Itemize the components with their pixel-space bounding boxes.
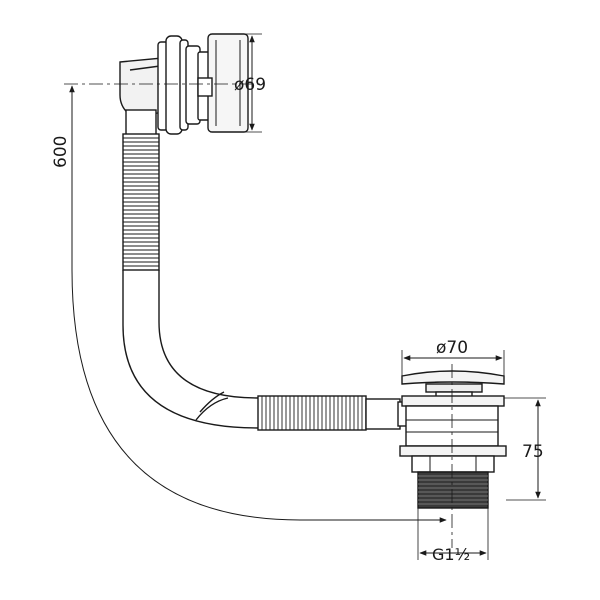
plug-diameter-label: ø70: [436, 338, 468, 358]
overflow-diameter-label: ø69: [234, 75, 266, 95]
length-label: 600: [51, 136, 71, 168]
overflow-pipe: [122, 109, 409, 431]
threaded-tail: [417, 471, 489, 509]
height-label: 75: [522, 442, 544, 462]
dimension-lines: [69, 35, 541, 556]
thread-label: G1½: [432, 545, 470, 564]
waste-body: [399, 370, 507, 473]
